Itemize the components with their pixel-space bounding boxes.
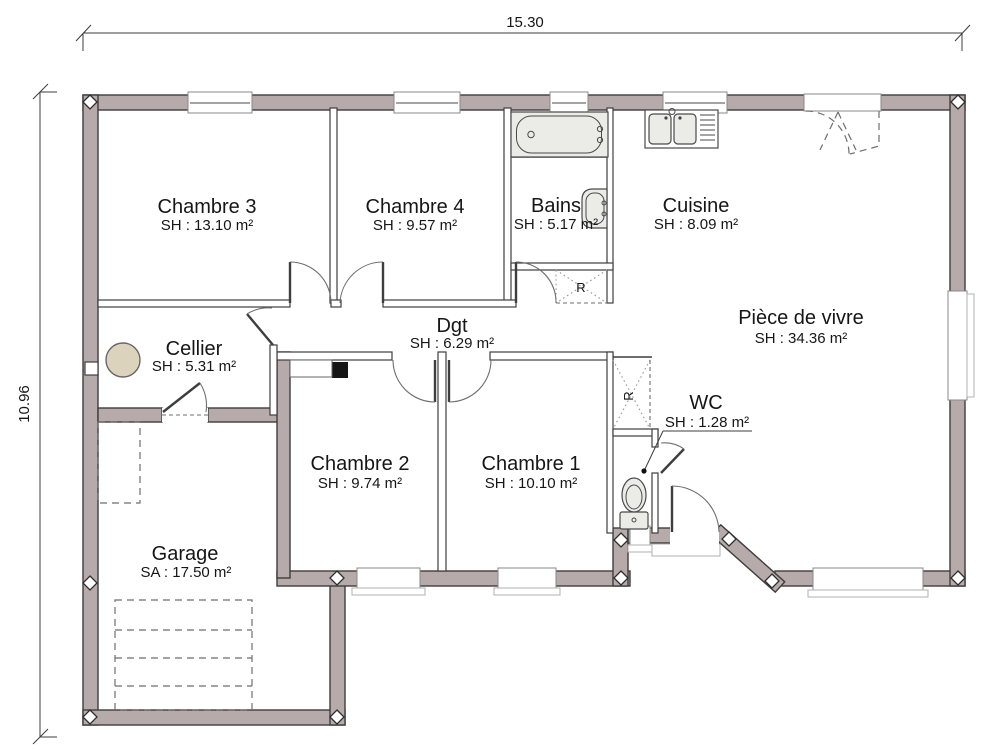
room-name-chambre1: Chambre 1 bbox=[482, 453, 581, 475]
windows bbox=[187, 91, 975, 598]
duct-black-square bbox=[332, 362, 348, 378]
kitchen-sink bbox=[644, 108, 719, 149]
entry-step bbox=[651, 543, 721, 557]
dimension-height-label: 10.96 bbox=[16, 385, 33, 423]
wc-leader-line bbox=[641, 430, 752, 474]
door-cellier bbox=[246, 307, 274, 346]
room-area-chambre4: SH : 9.57 m² bbox=[373, 217, 457, 234]
wall-segment bbox=[97, 407, 163, 423]
closet-r-bains bbox=[555, 269, 608, 304]
window bbox=[351, 567, 426, 596]
room-area-cuisine: SH : 8.09 m² bbox=[654, 216, 738, 233]
wall-segment bbox=[612, 428, 659, 437]
room-area-dgt: SH : 6.29 m² bbox=[410, 335, 494, 352]
window bbox=[627, 525, 653, 553]
garage-parking-outline bbox=[97, 421, 253, 711]
room-area-cellier: SH : 5.31 m² bbox=[152, 358, 236, 375]
window bbox=[807, 567, 929, 598]
room-name-chambre3: Chambre 3 bbox=[158, 196, 257, 218]
door-chambre4 bbox=[339, 261, 385, 304]
room-area-garage: SA : 17.50 m² bbox=[141, 564, 232, 581]
window bbox=[549, 91, 589, 114]
bathtub bbox=[510, 111, 609, 158]
window bbox=[187, 91, 253, 114]
door-wc bbox=[660, 442, 685, 474]
door-entry bbox=[670, 485, 720, 545]
wall-segment bbox=[503, 107, 512, 304]
interior-walls bbox=[97, 107, 659, 572]
window bbox=[493, 567, 561, 596]
room-name-chambre2: Chambre 2 bbox=[311, 453, 410, 475]
room-name-wc: WC bbox=[689, 392, 722, 414]
room-area-chambre1: SH : 10.10 m² bbox=[485, 475, 578, 492]
room-area-bains: SH : 5.17 m² bbox=[514, 216, 598, 233]
wall-segment bbox=[276, 351, 393, 361]
room-area-wc: SH : 1.28 m² bbox=[665, 414, 749, 431]
low-cabinet bbox=[289, 359, 333, 378]
room-name-piece-de-vivre: Pièce de vivre bbox=[738, 307, 864, 329]
room-area-piece-de-vivre: SH : 34.36 m² bbox=[755, 330, 848, 347]
wall-segment bbox=[207, 407, 279, 423]
wall-segment bbox=[97, 299, 291, 308]
room-labels: Chambre 3 SH : 13.10 m² Chambre 4 SH : 9… bbox=[141, 195, 864, 581]
wall-segment bbox=[269, 344, 278, 416]
room-name-chambre4: Chambre 4 bbox=[366, 196, 465, 218]
closet-label-bains: R bbox=[576, 280, 585, 295]
wall-segment bbox=[489, 351, 614, 361]
closet-r-entry bbox=[612, 359, 651, 430]
dimension-left: 10.96 bbox=[16, 83, 57, 745]
wall-segment bbox=[330, 299, 342, 308]
room-area-chambre3: SH : 13.10 m² bbox=[161, 217, 254, 234]
door-chambre2 bbox=[392, 359, 437, 403]
wall-segment bbox=[510, 262, 614, 271]
door-chambre1 bbox=[447, 359, 492, 403]
wall-segment bbox=[276, 351, 291, 579]
room-name-garage: Garage bbox=[152, 543, 219, 565]
toilet bbox=[619, 477, 649, 530]
wall-segment bbox=[82, 94, 99, 726]
window bbox=[393, 91, 461, 114]
room-name-cellier: Cellier bbox=[166, 338, 223, 360]
bathroom-sink bbox=[581, 188, 608, 229]
closet-label-entry: R bbox=[621, 391, 636, 400]
room-name-dgt: Dgt bbox=[436, 315, 468, 337]
wall-segment bbox=[382, 299, 517, 308]
window bbox=[947, 290, 975, 401]
room-name-bains: Bains bbox=[531, 195, 581, 217]
wall-segment bbox=[82, 709, 346, 726]
wall-segment bbox=[329, 577, 346, 726]
dimension-width-label: 15.30 bbox=[506, 14, 544, 31]
wall-segment bbox=[437, 351, 447, 572]
wall-box bbox=[84, 361, 99, 376]
door-chambre3 bbox=[288, 261, 332, 304]
dimension-top: 15.30 bbox=[75, 14, 971, 51]
door-cellier-garage bbox=[162, 382, 208, 422]
room-area-chambre2: SH : 9.74 m² bbox=[318, 475, 402, 492]
wall-segment bbox=[329, 107, 338, 304]
room-name-cuisine: Cuisine bbox=[663, 195, 730, 217]
fixtures bbox=[84, 108, 719, 711]
water-heater bbox=[105, 342, 141, 378]
wall-segment bbox=[606, 351, 614, 534]
french-door-opening bbox=[803, 93, 882, 155]
wall-segment bbox=[651, 472, 659, 534]
doors bbox=[162, 261, 720, 545]
corner-markers bbox=[82, 94, 966, 725]
door-bains bbox=[514, 261, 557, 304]
